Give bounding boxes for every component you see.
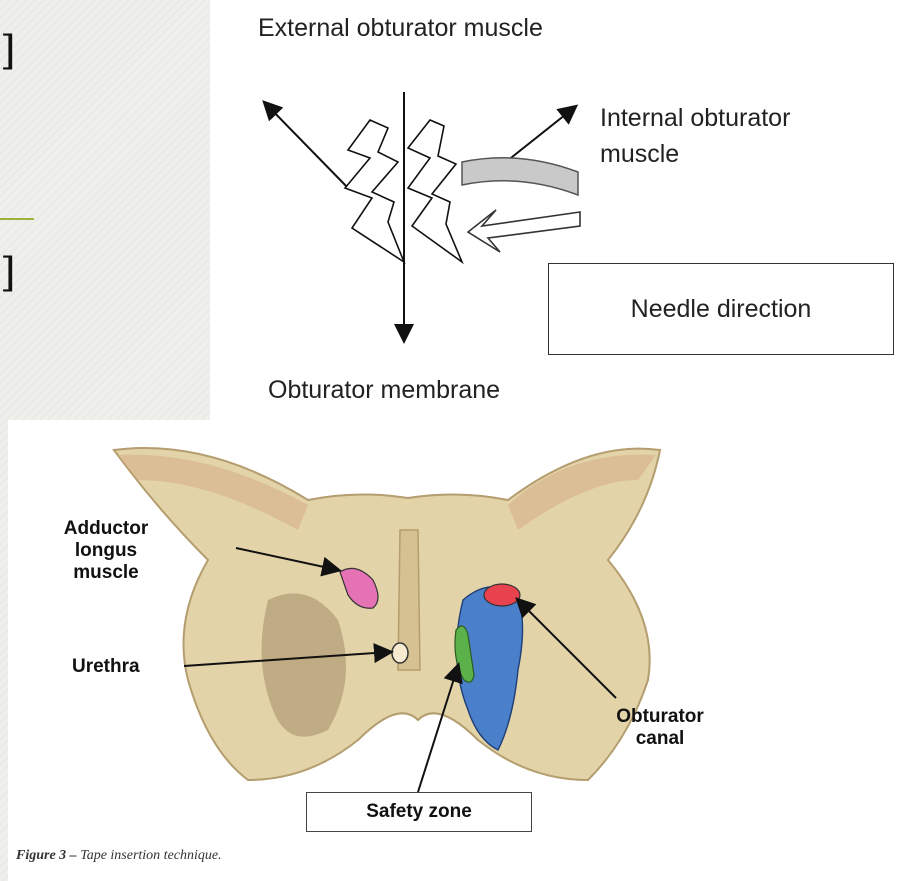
diagram-arrows [210, 0, 898, 420]
caption-prefix: Figure 3 – [16, 848, 77, 863]
obturator-membrane-label: Obturator membrane [268, 376, 500, 405]
urethra-shape [392, 643, 408, 663]
urethra-label: Urethra [72, 656, 140, 678]
safety-zone-label: Safety zone [366, 801, 472, 823]
safety-zone-box: Safety zone [306, 792, 532, 832]
obturator-label-line2: canal [600, 728, 720, 750]
up-right-arrow [502, 107, 575, 165]
slide-text-fragment: ] [0, 250, 16, 296]
needle-direction-label: Needle direction [631, 295, 812, 324]
obturator-label-line1: Obturator [600, 706, 720, 728]
caption-text: Tape insertion technique. [77, 848, 222, 863]
internal-obturator-label-2: muscle [600, 140, 679, 169]
obturator-canal-region [484, 584, 520, 606]
right-bolt-shape [408, 120, 462, 262]
up-left-arrow [265, 103, 350, 190]
internal-obturator-label-1: Internal obturator [600, 104, 790, 133]
left-bolt-shape [345, 120, 404, 262]
figure-caption: Figure 3 – Tape insertion technique. [16, 848, 222, 864]
pelvis-figure: Adductor longus muscle Urethra Obturator… [8, 420, 898, 881]
adductor-label-line1: Adductor [46, 518, 166, 540]
slide-accent-line [0, 218, 34, 220]
adductor-label-line3: muscle [46, 562, 166, 584]
slide-text-fragment: ] [0, 28, 16, 74]
pelvis-bone-shape [114, 448, 660, 780]
obturator-canal-label: Obturator canal [600, 706, 720, 750]
adductor-label-line2: longus [46, 540, 166, 562]
needle-direction-box: Needle direction [548, 263, 894, 355]
muscle-band [462, 158, 578, 195]
needle-direction-diagram: External obturator muscle Internal obtur… [210, 0, 898, 420]
hollow-needle-arrow [468, 210, 580, 252]
external-obturator-label: External obturator muscle [258, 14, 543, 43]
adductor-label: Adductor longus muscle [46, 518, 166, 584]
